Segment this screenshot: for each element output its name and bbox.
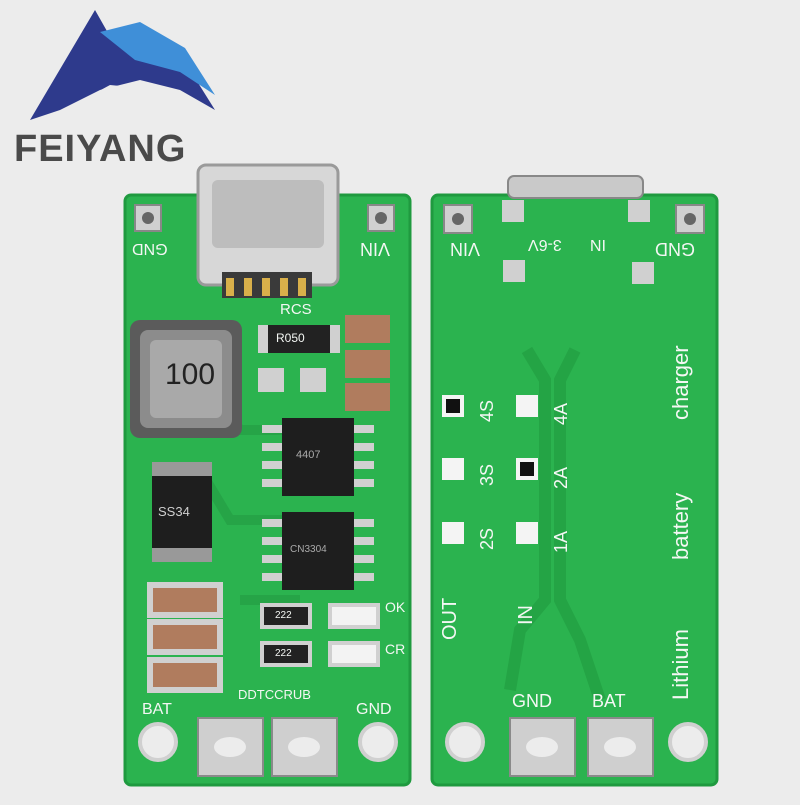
ic1-code: 4407	[296, 449, 321, 461]
current-2a: 2A	[551, 466, 571, 489]
rcs-label: RCS	[280, 301, 312, 318]
in-arrow-label: IN	[515, 605, 537, 625]
front-gnd-bottom-label: GND	[356, 701, 392, 718]
front-bat-label: BAT	[142, 701, 172, 718]
diode	[152, 462, 212, 562]
small-res-code-1: 222	[275, 610, 292, 621]
small-res-code-2: 222	[275, 648, 292, 659]
feiyang-wing-logo	[30, 10, 215, 120]
back-board	[430, 175, 719, 787]
out-label: OUT	[439, 597, 461, 640]
back-gnd-label: GND	[655, 239, 695, 259]
cell-2s: 2S	[477, 527, 497, 550]
ok-label: OK	[385, 599, 406, 615]
front-board	[123, 163, 412, 787]
ic1	[262, 418, 374, 496]
diode-code: SS34	[158, 504, 190, 519]
inductor	[130, 320, 242, 438]
front-vin-label: VIN	[360, 239, 391, 259]
range-label: 3-6V	[528, 236, 562, 253]
front-gnd-label: GND	[132, 240, 168, 257]
usb-c-connector	[196, 163, 340, 298]
ic2	[262, 512, 374, 590]
back-vin-label: VIN	[450, 239, 481, 259]
cell-3s: 3S	[477, 463, 497, 486]
ic2-code: CN3304	[290, 544, 327, 555]
title-word-charger: charger	[668, 345, 693, 420]
cr-label: CR	[385, 641, 406, 657]
back-gnd-bottom-label: GND	[512, 691, 552, 711]
cell-4s: 4S	[477, 399, 497, 422]
back-bat-bottom-label: BAT	[592, 691, 626, 711]
title-word-lithium: Lithium	[668, 629, 693, 700]
brand-name: FEIYANG	[14, 128, 187, 170]
current-1a: 1A	[551, 530, 571, 553]
resistor-code: R050	[276, 331, 305, 345]
current-4a: 4A	[551, 402, 571, 425]
model-label: DDTCCRUB	[238, 687, 311, 702]
inductor-code: 100	[165, 358, 216, 391]
back-in-label: IN	[590, 236, 606, 253]
title-word-battery: battery	[668, 492, 693, 560]
